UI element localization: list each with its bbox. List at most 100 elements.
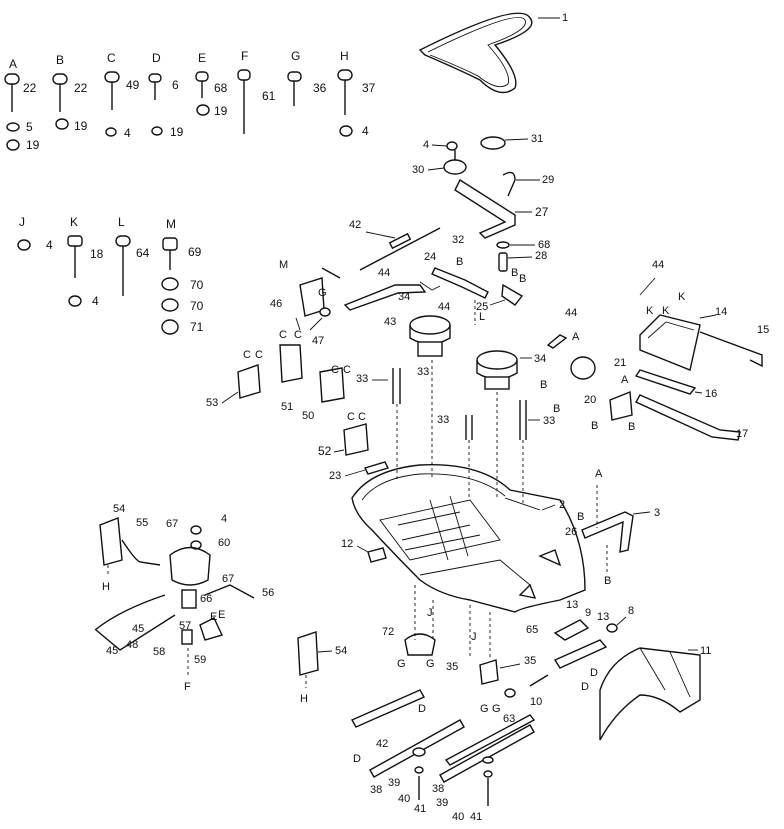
svg-text:68: 68 [214, 81, 228, 95]
svg-text:34: 34 [534, 353, 546, 365]
bolt-icon [115, 235, 131, 247]
nut-icon [161, 319, 179, 335]
svg-text:54: 54 [335, 645, 347, 657]
svg-text:B: B [519, 273, 526, 285]
svg-text:52: 52 [318, 444, 332, 458]
svg-text:33: 33 [437, 414, 449, 426]
svg-text:66: 66 [200, 593, 212, 605]
bolt-icon [104, 71, 120, 83]
svg-text:25: 25 [476, 301, 488, 313]
svg-text:M: M [279, 259, 288, 271]
discharge-deflector: 3 B [581, 507, 660, 587]
lift-linkage: 44 44 43 M 46 G 47 [270, 259, 450, 347]
svg-text:1: 1 [562, 12, 568, 24]
svg-text:30: 30 [412, 164, 424, 176]
svg-text:D: D [152, 51, 161, 65]
pulley-icon [480, 136, 506, 150]
svg-text:C: C [347, 411, 355, 423]
svg-text:J: J [427, 607, 433, 619]
svg-text:19: 19 [74, 119, 88, 133]
svg-text:17: 17 [736, 428, 748, 440]
stud-parts: 68 28 B B [496, 239, 550, 285]
svg-text:21: 21 [614, 357, 626, 369]
svg-text:K: K [646, 305, 654, 317]
svg-text:42: 42 [349, 219, 361, 231]
svg-text:35: 35 [446, 661, 458, 673]
svg-text:31: 31 [531, 133, 543, 145]
svg-text:K: K [70, 215, 78, 229]
legend-letter-a: A [9, 57, 17, 71]
svg-text:44: 44 [438, 301, 450, 313]
svg-text:53: 53 [206, 397, 218, 409]
svg-text:35: 35 [524, 655, 536, 667]
svg-text:13: 13 [597, 611, 609, 623]
svg-text:L: L [479, 311, 485, 323]
svg-text:22: 22 [74, 81, 88, 95]
svg-text:F: F [241, 49, 248, 63]
svg-text:G: G [291, 49, 300, 63]
svg-text:57: 57 [179, 620, 191, 632]
svg-text:47: 47 [312, 335, 324, 347]
svg-text:50: 50 [302, 410, 314, 422]
washer-icon [6, 122, 20, 132]
svg-text:33: 33 [356, 373, 368, 385]
svg-text:4: 4 [423, 139, 429, 151]
svg-text:3: 3 [654, 507, 660, 519]
drive-belt: 1 [418, 12, 568, 94]
svg-text:67: 67 [166, 518, 178, 530]
bolt-icon [195, 71, 209, 82]
svg-text:A: A [572, 331, 580, 343]
svg-text:36: 36 [313, 81, 327, 95]
svg-text:C: C [255, 349, 263, 361]
svg-text:C: C [358, 411, 366, 423]
svg-text:B: B [604, 575, 611, 587]
svg-text:B: B [591, 420, 598, 432]
svg-text:28: 28 [535, 250, 547, 262]
svg-text:C: C [294, 329, 302, 341]
nut-icon [339, 125, 353, 137]
svg-text:E: E [218, 609, 225, 621]
svg-text:44: 44 [565, 307, 577, 319]
svg-text:24: 24 [424, 251, 436, 263]
svg-text:B: B [628, 421, 635, 433]
svg-text:B: B [456, 256, 463, 268]
svg-text:F: F [184, 681, 191, 693]
svg-text:59: 59 [194, 654, 206, 666]
svg-text:58: 58 [153, 646, 165, 658]
blade-pulleys: 34 33 34 [398, 291, 546, 390]
svg-text:4: 4 [362, 124, 369, 138]
svg-text:70: 70 [190, 278, 204, 292]
blade-adapter-parts: J 72 G G J 35 35 G G 63 [382, 585, 536, 725]
svg-text:D: D [353, 753, 361, 765]
hanger-assembly: 44 K K K 14 15 16 17 A 20 B 20 B 21 B B … [540, 259, 769, 441]
svg-text:26: 26 [565, 526, 577, 538]
nut-icon [161, 277, 179, 291]
svg-text:55: 55 [136, 517, 148, 529]
svg-text:K: K [662, 305, 670, 317]
svg-text:D: D [590, 667, 598, 679]
svg-text:40: 40 [452, 811, 464, 823]
svg-text:C: C [243, 349, 251, 361]
bolt-icon [52, 73, 68, 85]
svg-text:13: 13 [566, 599, 578, 611]
svg-text:37: 37 [362, 81, 376, 95]
small-plates: 23 12 [329, 461, 389, 563]
svg-text:70: 70 [190, 299, 204, 313]
nut-icon [161, 298, 179, 312]
svg-text:63: 63 [503, 713, 515, 725]
svg-text:72: 72 [382, 626, 394, 638]
svg-text:51: 51 [281, 401, 293, 413]
svg-text:9: 9 [585, 607, 591, 619]
svg-text:L: L [118, 215, 125, 229]
svg-text:4: 4 [92, 294, 99, 308]
svg-text:48: 48 [126, 639, 138, 651]
svg-text:15: 15 [757, 324, 769, 336]
svg-text:D: D [581, 681, 589, 693]
svg-text:39: 39 [388, 777, 400, 789]
spindle-shafts: 33 33 33 [356, 360, 555, 505]
svg-text:41: 41 [470, 811, 482, 823]
svg-text:27: 27 [535, 205, 549, 219]
svg-text:67: 67 [222, 573, 234, 585]
svg-text:41: 41 [414, 803, 426, 815]
